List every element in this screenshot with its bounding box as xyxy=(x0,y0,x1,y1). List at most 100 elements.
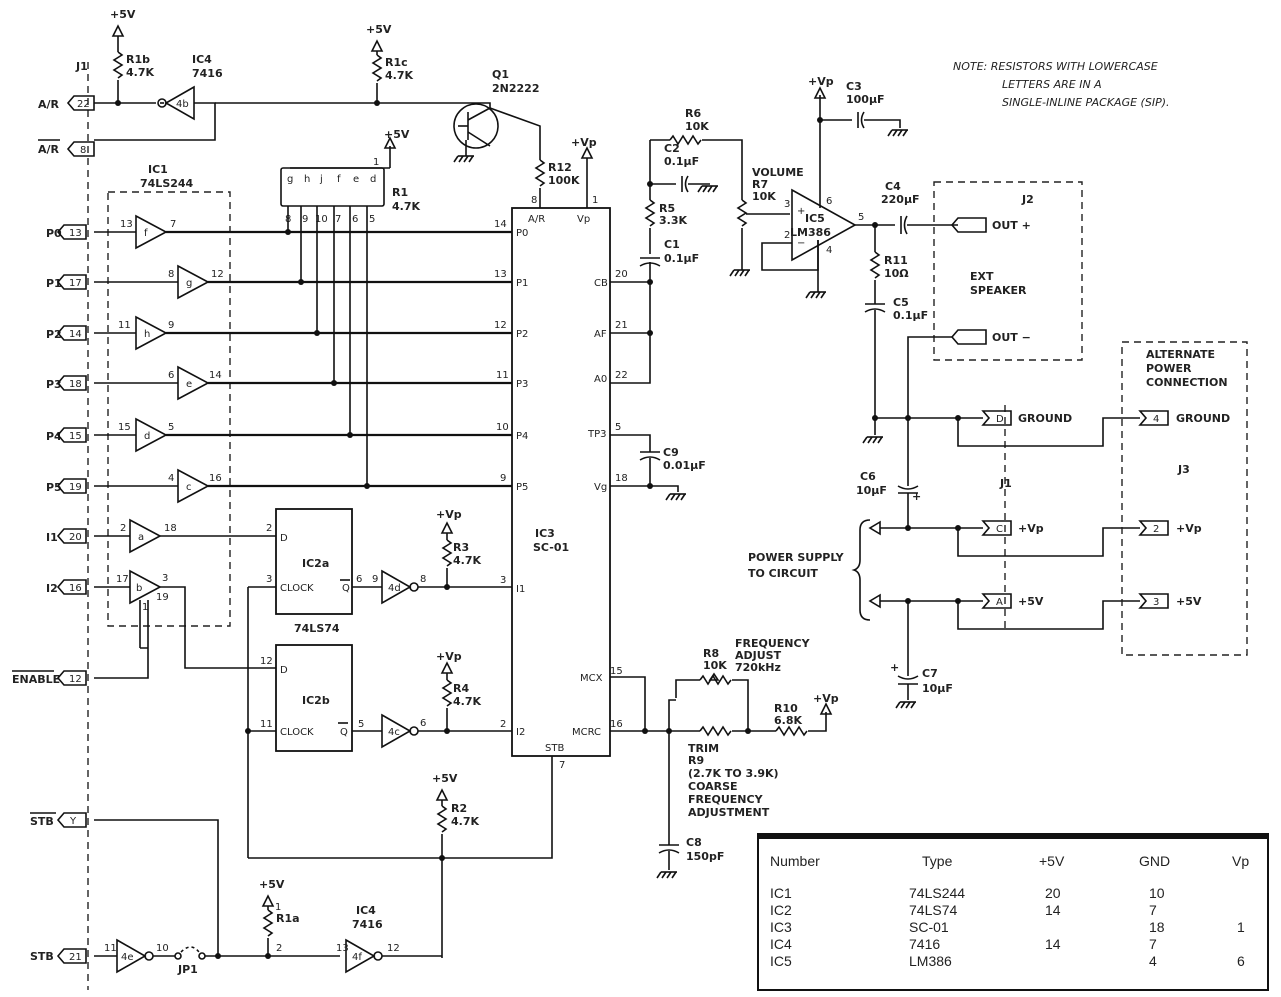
label-p1: P1 xyxy=(46,277,62,290)
svg-text:21: 21 xyxy=(615,320,628,331)
note-line-2: LETTERS ARE IN A xyxy=(1002,78,1102,91)
ic3-pin-p1: P1 xyxy=(516,278,528,289)
svg-text:6: 6 xyxy=(826,196,832,207)
ic2b-name: IC2b xyxy=(302,694,330,707)
svg-text:1: 1 xyxy=(373,157,379,168)
svg-text:d: d xyxy=(370,174,376,185)
th-gnd: GND xyxy=(1139,853,1171,869)
r1-supply: +5V xyxy=(384,128,410,141)
r3-supply: +Vp xyxy=(436,508,462,521)
volume-label: VOLUME xyxy=(752,166,804,179)
svg-text:2: 2 xyxy=(784,230,790,241)
ext-label: EXT xyxy=(970,270,994,283)
ground-label-j1: GROUND xyxy=(1018,412,1072,425)
svg-text:3: 3 xyxy=(162,573,168,584)
pin-22: 22 xyxy=(77,99,90,110)
svg-text:11: 11 xyxy=(104,943,117,954)
label-p0: P0 xyxy=(46,227,62,240)
ic3-pin-vg: Vg xyxy=(594,482,607,493)
svg-text:11: 11 xyxy=(496,370,509,381)
out-minus: OUT − xyxy=(992,331,1031,344)
svg-text:6: 6 xyxy=(168,370,174,381)
ic2-part: 74LS74 xyxy=(294,622,340,635)
ic4-name-bottom: IC4 xyxy=(356,904,376,917)
c1-name: C1 xyxy=(664,238,680,251)
svg-text:h: h xyxy=(304,174,310,185)
svg-text:14: 14 xyxy=(494,219,507,230)
table-cell: IC5 xyxy=(770,953,792,969)
svg-text:7: 7 xyxy=(559,760,565,771)
gate-g: g xyxy=(186,278,192,289)
vp-label-j1: +Vp xyxy=(1018,522,1044,535)
svg-text:16: 16 xyxy=(610,719,623,730)
buffer-e: e 6 14 xyxy=(94,365,222,401)
svg-text:11: 11 xyxy=(260,719,273,730)
svg-text:12: 12 xyxy=(494,320,507,331)
svg-text:1: 1 xyxy=(592,195,598,206)
table-cell: IC1 xyxy=(770,885,792,901)
gate-d: d xyxy=(144,431,150,442)
j3-box xyxy=(1121,341,1248,656)
r11-value: 10Ω xyxy=(884,267,909,280)
ic1-part: 74LS244 xyxy=(140,177,194,190)
svg-text:3: 3 xyxy=(1153,597,1159,608)
table-cell: SC-01 xyxy=(909,919,949,935)
r4-name: R4 xyxy=(453,682,469,695)
svg-text:2: 2 xyxy=(120,523,126,534)
ic2a-q: Q xyxy=(342,583,350,594)
table-cell: 20 xyxy=(1045,885,1061,901)
label-stb-bar: STB xyxy=(30,815,54,828)
r4-supply: +Vp xyxy=(436,650,462,663)
svg-text:8: 8 xyxy=(420,574,426,585)
j1-label: J1 xyxy=(75,60,88,73)
freq-adjust-3: 720kHz xyxy=(735,661,781,674)
ic5-part: LM386 xyxy=(790,226,831,239)
r2-value: 4.7K xyxy=(451,815,479,828)
svg-text:4: 4 xyxy=(1153,414,1159,425)
alt-power-1: ALTERNATE xyxy=(1146,348,1215,361)
ic3-pin-p0: P0 xyxy=(516,228,528,239)
gate-e: e xyxy=(186,379,192,390)
svg-text:5: 5 xyxy=(615,422,621,433)
table-cell: 74LS74 xyxy=(909,902,958,918)
ic3-pin-tp3: TP3 xyxy=(587,429,607,440)
ic3-pin-af: AF xyxy=(594,329,607,340)
ic4-part-top: 7416 xyxy=(192,67,223,80)
label-p3: P3 xyxy=(46,378,62,391)
table-cell: IC2 xyxy=(770,902,792,918)
ic3-pin-i2: I2 xyxy=(516,727,525,738)
svg-text:2: 2 xyxy=(266,523,272,534)
ic2a-d: D xyxy=(280,533,288,544)
th-type: Type xyxy=(922,853,953,869)
svg-text:17: 17 xyxy=(116,574,129,585)
svg-text:10: 10 xyxy=(156,943,169,954)
c6-name: C6 xyxy=(860,470,876,483)
r3-name: R3 xyxy=(453,541,469,554)
label-i1: I1 xyxy=(46,531,58,544)
table-cell: 6 xyxy=(1237,953,1245,969)
table-cell: 74LS244 xyxy=(909,885,966,901)
svg-text:12: 12 xyxy=(387,943,400,954)
svg-text:14: 14 xyxy=(209,370,222,381)
ic1-package xyxy=(107,191,231,627)
r2-name: R2 xyxy=(451,802,467,815)
r11-name: R11 xyxy=(884,254,908,267)
svg-text:+: + xyxy=(797,206,805,217)
ic2a-clock: CLOCK xyxy=(280,583,314,594)
pin-15: 15 xyxy=(69,431,82,442)
table-cell: 14 xyxy=(1045,902,1061,918)
out-plus: OUT + xyxy=(992,219,1031,232)
connector-ar-bar: A/R 8 xyxy=(38,139,95,157)
connector-ar: A/R 22 xyxy=(38,95,95,111)
r1c-name: R1c xyxy=(385,56,408,69)
pin-21: 21 xyxy=(69,952,82,963)
ic2b-q: Q xyxy=(340,727,348,738)
r1-name: R1 xyxy=(392,186,408,199)
table-cell: IC4 xyxy=(770,936,792,952)
